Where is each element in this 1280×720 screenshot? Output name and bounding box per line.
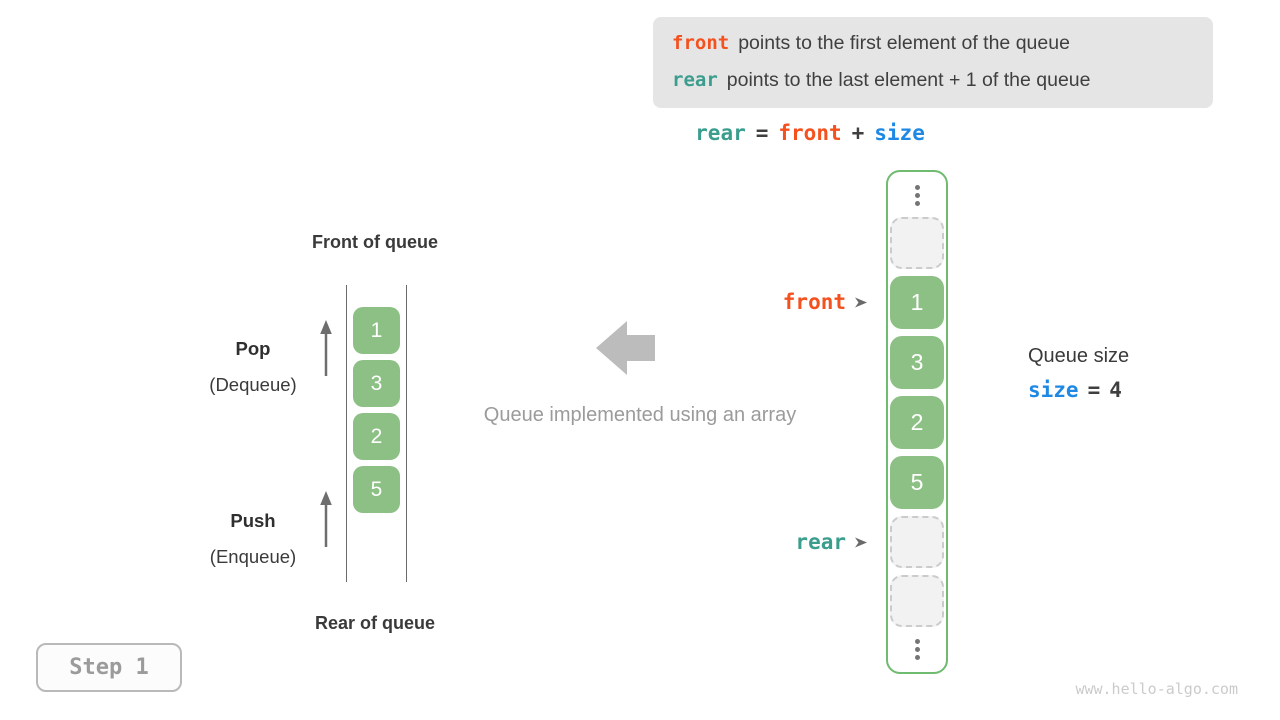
- rear-keyword: rear: [672, 69, 718, 91]
- array-container: 1 3 2 5: [886, 170, 948, 674]
- front-pointer-label: front: [782, 290, 846, 314]
- size-number: 4: [1109, 378, 1122, 402]
- size-equals: =: [1087, 378, 1101, 402]
- legend-line-rear: rear points to the last element + 1 of th…: [672, 62, 1213, 99]
- push-label: Push (Enqueue): [175, 503, 331, 575]
- formula-size: size: [874, 121, 925, 145]
- array-cell: 5: [890, 456, 944, 509]
- queue-size-title: Queue size: [1028, 345, 1130, 367]
- legend-line-front: front points to the first element of the …: [672, 25, 1213, 62]
- empty-slot: [890, 217, 944, 269]
- formula-plus: +: [851, 121, 865, 145]
- pointer-arrowhead-icon: [855, 537, 867, 547]
- front-keyword: front: [672, 32, 730, 54]
- front-pointer: front: [668, 288, 868, 316]
- legend-box: front points to the first element of the …: [653, 17, 1213, 108]
- pointer-arrowhead-icon: [855, 297, 867, 307]
- queue-size-block: Queue size size = 4: [1028, 341, 1129, 402]
- queue-elements: 1 3 2 5: [353, 307, 400, 513]
- queue-element: 1: [353, 307, 400, 354]
- watermark: www.hello-algo.com: [1075, 680, 1238, 698]
- pop-title: Pop: [235, 338, 271, 359]
- formula: rear = front + size: [640, 121, 980, 145]
- array-cell: 3: [890, 336, 944, 389]
- ellipsis-icon: [914, 634, 920, 664]
- pop-label: Pop (Dequeue): [175, 331, 331, 403]
- array-cell: 1: [890, 276, 944, 329]
- front-of-queue-label: Front of queue: [312, 232, 438, 252]
- left-block-arrow-icon: [596, 321, 655, 375]
- rear-pointer: rear: [668, 528, 868, 556]
- queue-element: 5: [353, 466, 400, 513]
- up-arrow-icon: [320, 491, 332, 547]
- rear-description: points to the last element + 1 of the qu…: [726, 69, 1091, 91]
- push-title: Push: [230, 510, 276, 531]
- queue-element: 3: [353, 360, 400, 407]
- empty-slot: [890, 516, 944, 568]
- front-description: points to the first element of the queue: [738, 32, 1070, 54]
- formula-rear: rear: [695, 121, 746, 145]
- pop-subtitle: (Dequeue): [209, 374, 297, 395]
- formula-equals: =: [755, 121, 769, 145]
- queue-channel: [346, 285, 407, 582]
- ellipsis-icon: [914, 180, 920, 210]
- queue-size-value: size = 4: [1028, 378, 1129, 402]
- step-badge: Step 1: [36, 643, 182, 692]
- rear-pointer-label: rear: [795, 530, 846, 554]
- size-keyword: size: [1028, 378, 1079, 402]
- up-arrow-icon: [320, 320, 332, 376]
- rear-of-queue-label: Rear of queue: [314, 613, 436, 633]
- array-cell: 2: [890, 396, 944, 449]
- empty-slot: [890, 575, 944, 627]
- formula-front: front: [778, 121, 842, 145]
- push-subtitle: (Enqueue): [209, 546, 297, 567]
- queue-element: 2: [353, 413, 400, 460]
- caption: Queue implemented using an array: [483, 404, 797, 426]
